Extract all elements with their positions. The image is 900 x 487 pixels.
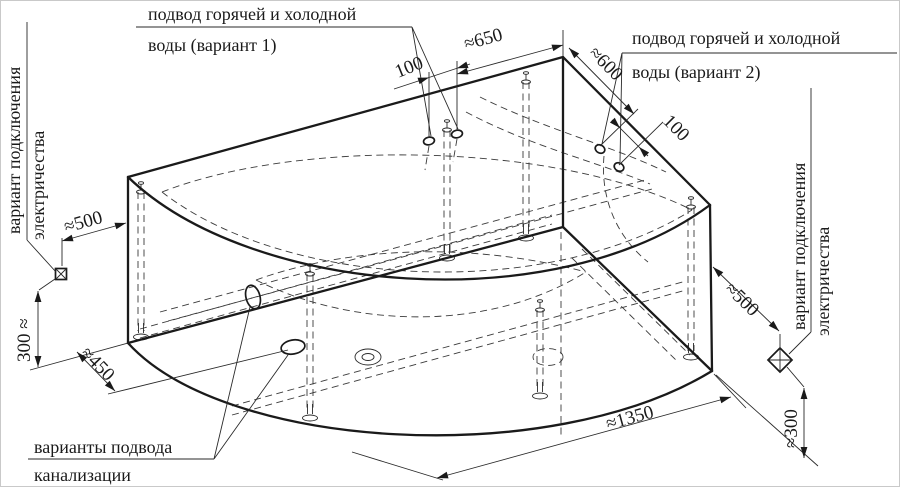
electric-left-label-line1: вариант подключения (4, 67, 24, 234)
electric-symbol-right (766, 346, 794, 374)
adjustable-legs (133, 71, 699, 422)
leg-adjuster-head (687, 196, 695, 200)
leg-adjuster-head (536, 299, 544, 303)
leg-shaft (443, 130, 451, 252)
leg-adjuster-head (443, 119, 451, 123)
right-wall-right-edge (708, 203, 714, 373)
water-variant1-label-line2: воды (вариант 1) (148, 35, 276, 56)
leg-shaft (536, 310, 544, 390)
electric-left-label-line2: электричества (28, 131, 48, 240)
leg-adjuster-head (522, 71, 530, 75)
dim-500-right: ≈500 (721, 278, 764, 320)
leg-stem (444, 244, 450, 254)
left-wall-top-edge (126, 55, 565, 179)
water-variant1-label-line1: подвод горячей и холодной (148, 4, 357, 24)
water-point-v2-cold (613, 161, 625, 173)
dim-600: ≈600 (584, 43, 626, 85)
floor-front-curve (126, 341, 714, 437)
right-wall-top-edge (561, 55, 712, 207)
electric-right-label-line2: электричества (813, 227, 833, 336)
drain-variant-2-mark (280, 338, 306, 356)
dim-1350: ≈1350 (604, 402, 656, 435)
annotation-text: подвод горячей и холодной воды (вариант … (4, 4, 841, 485)
leg-shaft (306, 274, 314, 412)
rim-front-curve (126, 175, 712, 281)
leg-stem (523, 224, 529, 234)
dim-300-right: ≈300 (781, 409, 802, 448)
dim-500-left: ≈500 (62, 207, 105, 238)
electric-right-label-line1: вариант подключения (789, 163, 809, 330)
electric-symbol-left (54, 267, 68, 281)
leg-foot (302, 414, 318, 422)
water-point-v2-hot (594, 143, 606, 155)
water-supply-points (422, 129, 625, 173)
tub-outline (126, 55, 714, 437)
water-point-v1-hot (422, 136, 436, 146)
water-variant2-label-line1: подвод горячей и холодной (632, 28, 841, 48)
leg-shaft (687, 207, 695, 351)
drain-assembly (354, 348, 382, 366)
dim-650: ≈650 (462, 24, 505, 55)
leg-foot (532, 392, 548, 400)
dim-300-left: 300 ≈ (14, 318, 35, 362)
drain-label-line1: варианты подвода (34, 437, 172, 457)
leg-stem (537, 382, 543, 392)
leg-stem (138, 323, 144, 333)
dim-100-variant2: 100 (658, 111, 693, 146)
leg-stem (307, 404, 313, 414)
dim-450: ≈450 (76, 343, 118, 386)
leg-shaft (522, 82, 530, 232)
drain-variant-1-mark (244, 284, 262, 310)
leg-adjuster-head (137, 181, 145, 185)
annotation-lines (26, 22, 897, 481)
leg-foot (439, 254, 455, 262)
leg-shaft (137, 192, 145, 331)
drain-label-line2: канализации (34, 465, 131, 485)
dimension-arrows (34, 41, 808, 482)
water-point-v1-cold (450, 129, 464, 139)
right-wall-bottom-edge (561, 225, 714, 373)
left-wall-bottom-edge (126, 225, 565, 345)
water-variant2-label-line2: воды (вариант 2) (632, 62, 760, 83)
